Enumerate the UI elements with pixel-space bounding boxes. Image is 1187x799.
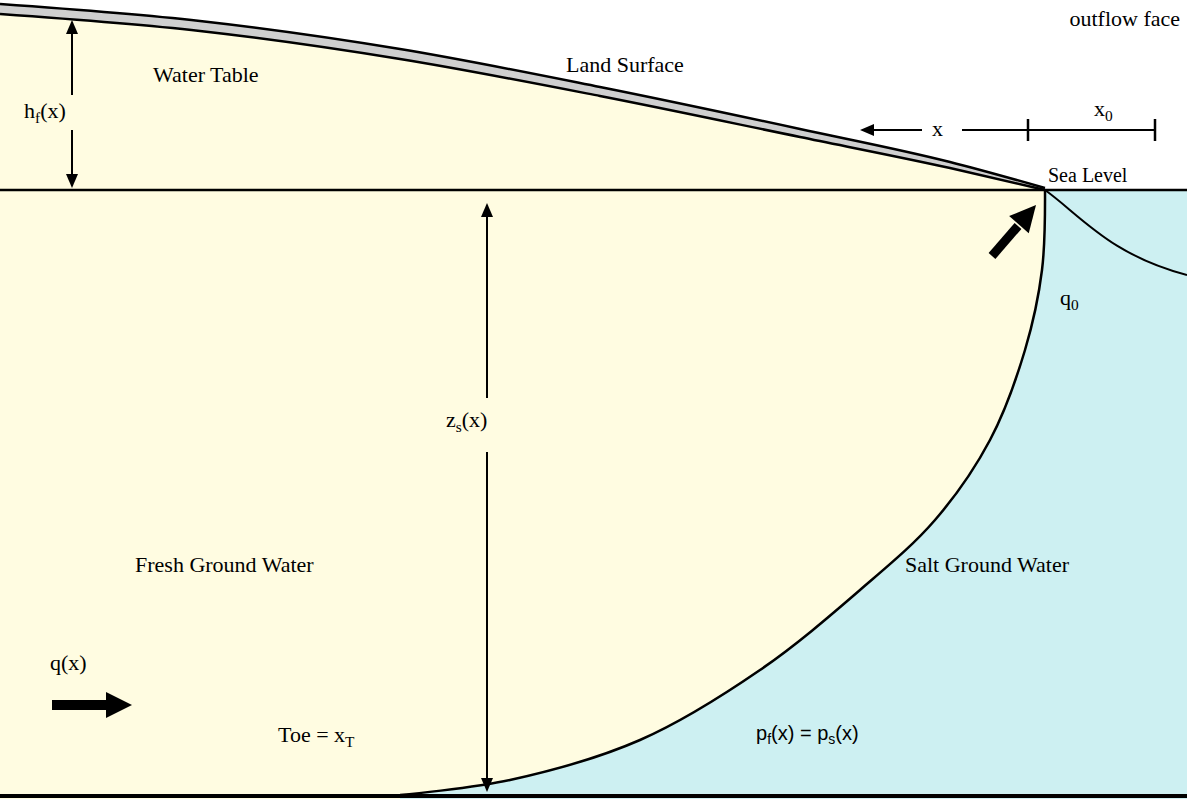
region-label: Fresh Ground Water xyxy=(135,552,314,577)
toe-label: Toe = xT xyxy=(278,722,354,750)
outflow-face-dimension xyxy=(962,129,1155,131)
head-dimension-line xyxy=(71,30,73,95)
axis-label: x xyxy=(932,116,943,141)
water-table-label: Water Table xyxy=(153,62,259,87)
outflow-arrowhead xyxy=(1009,205,1036,233)
outflow-arrow xyxy=(992,226,1018,256)
flux-label: q(x) xyxy=(50,650,87,675)
interface-line xyxy=(400,190,1045,795)
flow-arrowhead xyxy=(106,692,132,718)
head-dimension-line xyxy=(71,130,73,180)
pressure-label: pf(x) = ps(x) xyxy=(756,722,859,747)
region-label: Salt Ground Water xyxy=(905,552,1069,577)
arrowhead xyxy=(481,778,493,792)
arrowhead xyxy=(66,20,78,34)
outflow-face-label: outflow face xyxy=(1069,6,1180,31)
arrowhead xyxy=(860,124,874,136)
land-surface-line xyxy=(0,4,1045,188)
depth-dimension-line xyxy=(486,452,488,782)
sea-floor-line xyxy=(1045,190,1187,275)
aquifer-base-line xyxy=(0,794,1187,798)
water-table-line xyxy=(0,14,1045,190)
unsaturated-band xyxy=(0,4,1045,190)
x-axis-arrow xyxy=(872,129,922,131)
arrowhead xyxy=(66,174,78,188)
dimension-tick xyxy=(1027,119,1030,141)
flow-arrow xyxy=(52,700,110,710)
flux-label: q0 xyxy=(1060,285,1079,313)
fresh-water-region xyxy=(0,14,1045,799)
dimension-label: x0 xyxy=(1094,96,1113,124)
head-label: hf(x) xyxy=(24,98,66,126)
land-surface-label: Land Surface xyxy=(566,52,684,77)
sea-level-label: Sea Level xyxy=(1048,164,1127,187)
arrowhead xyxy=(481,203,493,217)
sea-level-line xyxy=(0,189,1187,192)
depth-label: zs(x) xyxy=(446,407,487,435)
depth-dimension-line xyxy=(486,215,488,398)
dimension-tick xyxy=(1154,119,1157,141)
